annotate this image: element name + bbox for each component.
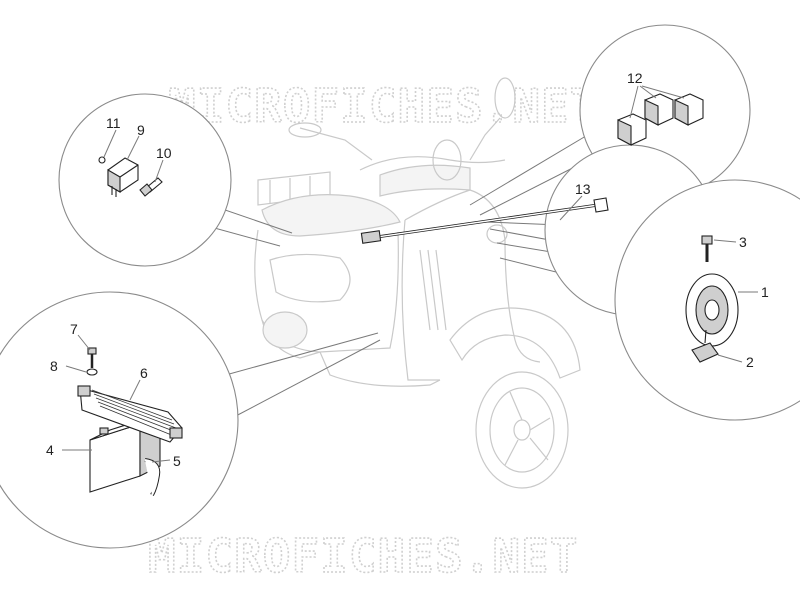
regulator-part-6: [77, 385, 183, 443]
washer-part-8: [86, 368, 98, 376]
callout-4: 4: [46, 442, 54, 458]
horn-part-1: [685, 273, 739, 347]
detail-circle-relay-left: [58, 93, 232, 267]
watermark-bottom: MICROFICHES.NET: [148, 529, 578, 583]
callout-9: 9: [137, 122, 145, 138]
callout-7: 7: [70, 321, 78, 337]
callout-11: 11: [106, 115, 121, 131]
callout-12: 12: [627, 70, 643, 86]
callout-13: 13: [575, 181, 591, 197]
callout-2: 2: [746, 354, 754, 370]
relay-part-12-b: [644, 93, 674, 126]
scooter-ghost-outline: [254, 77, 581, 489]
bracket-part-2: [691, 329, 719, 363]
relay-part-12-a: [617, 113, 647, 146]
callout-5: 5: [173, 453, 181, 469]
screw-part-7: [87, 347, 97, 368]
callout-1: 1: [761, 284, 769, 300]
callout-8: 8: [50, 358, 58, 374]
callout-10: 10: [156, 145, 172, 161]
relay-part-9: [107, 157, 139, 197]
watermark-top: MICROFICHES.NET: [168, 79, 598, 133]
nut-part-11: [98, 156, 106, 164]
bolt-part-3: [701, 235, 713, 262]
bolt-part-10: [139, 177, 163, 197]
relay-part-12-c: [674, 93, 704, 126]
wire-harness-part-13: [360, 197, 609, 244]
callout-3: 3: [739, 234, 747, 250]
callout-6: 6: [140, 365, 148, 381]
